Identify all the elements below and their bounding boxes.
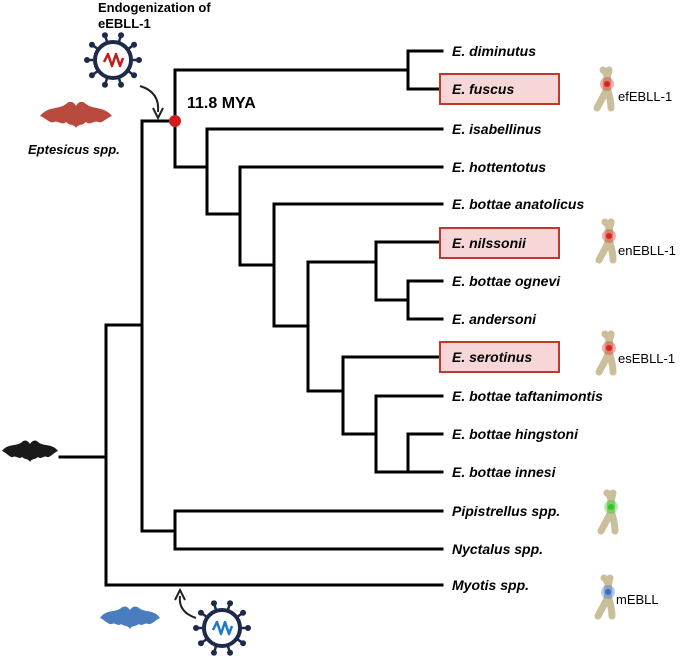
bat-icon-myotis [100,606,160,629]
virus-icon-red [84,32,142,88]
taxon-label: E. hottentotus [452,159,546,175]
divergence-time-label: 11.8 MYA [187,95,256,112]
highlight-box-fuscus [439,73,560,105]
taxon-label: E. diminutus [452,43,536,59]
virus-spikes [84,32,142,88]
taxon-label: Pipistrellus spp. [452,503,560,519]
chromosome-icon-mEBLL [594,574,616,620]
taxon-label: E. isabellinus [452,121,542,137]
taxon-label: E. nilssonii [452,235,527,251]
taxon-label: Nyctalus spp. [452,541,543,557]
endogenization-note-line2: eEBLL-1 [98,16,151,31]
chromosome-icon-efEBLL [593,66,615,112]
chromosome-icon-pipistrellus [597,489,619,535]
bat-icon-eptesicus [40,101,112,128]
arrow-icon [174,587,197,619]
gene-label: mEBLL [616,592,659,607]
taxon-label: Myotis spp. [452,577,529,593]
taxon-label: E. serotinus [452,349,532,365]
gene-label: efEBLL-1 [618,89,672,104]
taxon-label: E. bottae anatolicus [452,196,584,212]
taxon-label: E. bottae hingstoni [452,426,579,442]
chromosome-icon-enEBLL [595,218,617,264]
gene-label: enEBLL-1 [618,243,676,258]
tree-branches [58,49,444,587]
genus-label: Eptesicus spp. [28,142,120,157]
taxon-label: E. bottae taftanimontis [452,388,603,404]
taxon-label: E. bottae ognevi [452,273,561,289]
highlight-boxes [439,73,560,373]
virus-icon-blue [193,600,251,656]
taxon-label: E. fuscus [452,81,514,97]
highlight-box-serotinus [439,341,560,373]
gene-label: esEBLL-1 [618,351,675,366]
highlight-box-nilssonii [439,227,560,259]
chromosome-icon-esEBLL [595,330,617,376]
taxon-label: E. bottae innesi [452,464,557,480]
arrow-icon [139,85,164,121]
taxon-labels: E. diminutus E. fuscus E. isabellinus E.… [452,43,603,593]
endogenization-note-line1: Endogenization of [98,0,211,15]
taxon-label: E. andersoni [452,311,537,327]
bat-icon-root [2,440,58,462]
divergence-node-dot [169,115,181,127]
